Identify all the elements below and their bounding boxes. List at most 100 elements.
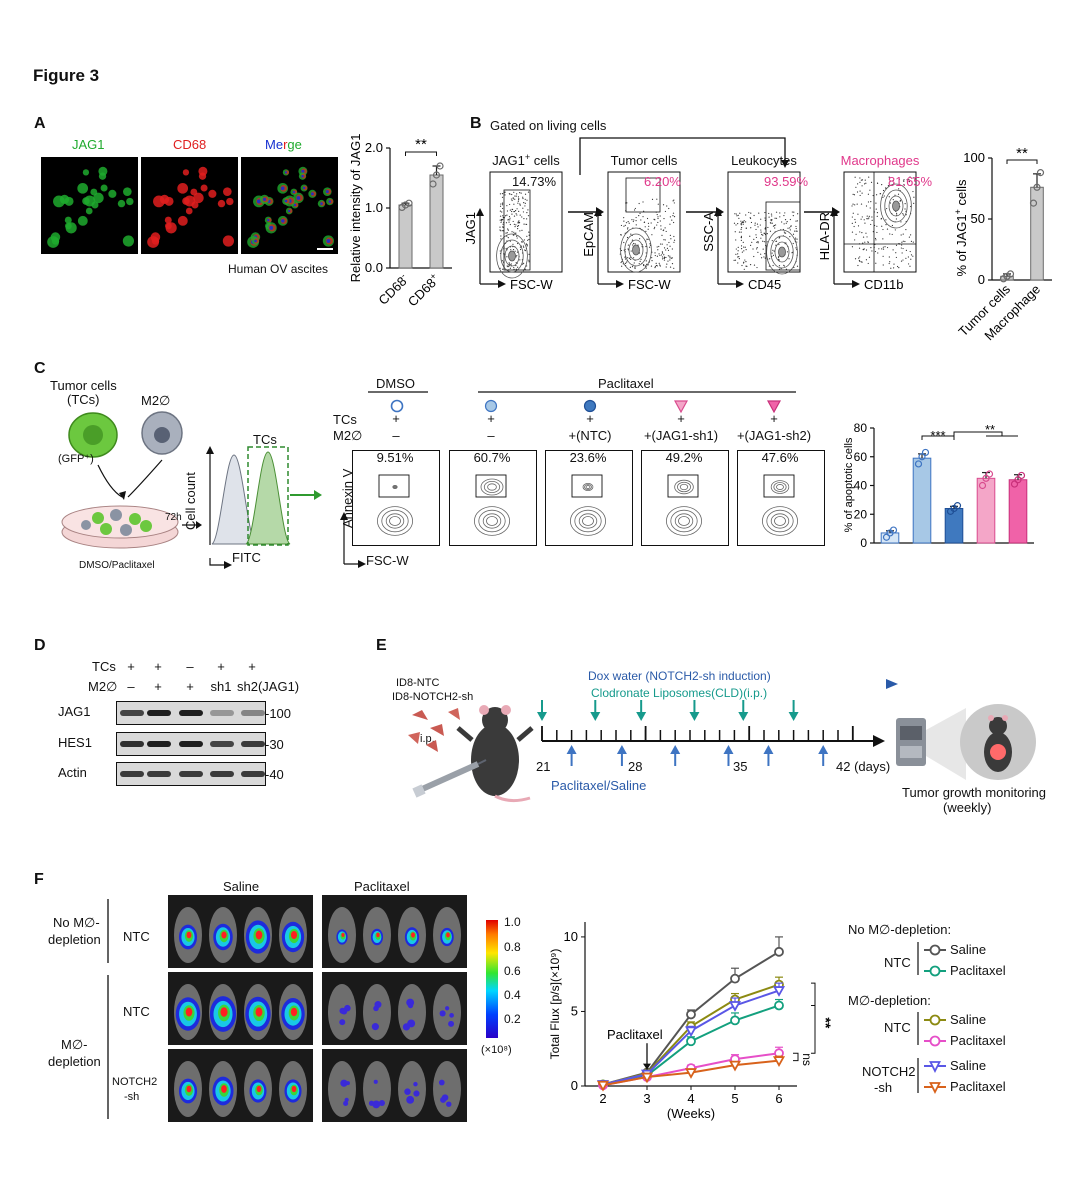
flow-dot <box>882 228 884 231</box>
ivis-image <box>322 895 467 968</box>
flow-dot <box>902 259 904 261</box>
flow-dot <box>665 230 667 233</box>
data-point <box>882 533 891 541</box>
flow-dot <box>514 210 517 212</box>
flow-dot <box>623 217 625 219</box>
flow-dot <box>895 244 898 246</box>
gate-label: Gated on living cells <box>490 118 607 133</box>
flow-dot <box>506 205 508 207</box>
mouse-body <box>433 1061 461 1117</box>
flow-dot <box>656 224 658 226</box>
apoptosis-gate <box>667 474 699 498</box>
x-arrowhead <box>852 280 860 288</box>
flow-dot <box>647 222 650 224</box>
flow-dot <box>500 203 502 205</box>
flow-dot <box>910 258 912 260</box>
flow-dot <box>659 243 662 245</box>
flow-dot <box>753 214 755 217</box>
flow-dot <box>519 246 522 248</box>
flow-dot <box>897 193 900 195</box>
cell-spot <box>77 215 88 226</box>
flow-dot <box>672 215 674 217</box>
cell-spot <box>93 192 104 204</box>
flow-dot <box>508 263 510 265</box>
cell-spot <box>226 197 234 206</box>
flow-contour <box>884 189 908 223</box>
contour <box>381 509 409 533</box>
cell-spot <box>82 169 90 176</box>
hist-tcs-label: TCs <box>253 432 277 447</box>
flow-dot <box>515 224 517 226</box>
flow-dot <box>753 264 756 266</box>
flow-dot <box>759 224 761 226</box>
flow-dot <box>655 262 657 265</box>
flow-dot <box>638 202 640 205</box>
flow-percentage: 93.59% <box>764 174 809 189</box>
flow-dot <box>621 265 623 267</box>
wb-marker: -30 <box>265 737 284 752</box>
flow-dot <box>859 231 861 233</box>
data-point <box>432 171 441 179</box>
flow-dot <box>795 227 797 230</box>
flow-dot <box>785 268 788 270</box>
flow-dot <box>764 227 766 230</box>
flow-plot-frame <box>843 171 917 273</box>
flow-dot <box>524 202 526 204</box>
apoptosis-gate <box>378 474 410 498</box>
flow-dot <box>508 215 511 218</box>
cell-spot <box>185 207 193 215</box>
flow-dot <box>666 263 668 265</box>
flow-dot <box>666 244 668 246</box>
flow-dot <box>791 211 793 213</box>
wb-band <box>241 741 265 747</box>
m2-sign: +(NTC) <box>568 428 612 443</box>
monitor-label-2: (weekly) <box>943 800 992 815</box>
flow-dot <box>901 252 903 254</box>
flow-ylabel: EpCAM <box>581 212 596 257</box>
flow-dot <box>867 193 869 195</box>
mic-label-jag1: JAG1 <box>72 137 105 152</box>
flow-dot <box>875 208 877 210</box>
annexin-plot-frame <box>352 450 440 546</box>
signal-red <box>221 1085 227 1093</box>
significance-label: ** <box>985 422 995 437</box>
annexin-plot <box>473 474 511 536</box>
signal-blue <box>340 1008 348 1015</box>
signal-blue <box>413 1081 418 1087</box>
flow-dot <box>773 250 775 252</box>
signal-blue <box>343 1100 349 1106</box>
cell-nucleus <box>254 239 257 243</box>
mouse-body <box>433 984 461 1040</box>
contour <box>674 513 694 529</box>
flow-dot <box>889 233 891 235</box>
flow-dot <box>630 233 632 235</box>
flow-dot <box>783 223 785 225</box>
flow-dot <box>854 204 856 206</box>
flow-dot <box>772 249 774 251</box>
wb-row-m2: M2∅ <box>88 679 118 694</box>
ivis-mice <box>328 1061 461 1117</box>
contour <box>574 509 602 533</box>
flow-dot <box>772 254 775 256</box>
flow-dot <box>893 263 895 265</box>
flow-dot <box>743 250 745 252</box>
flow-dot <box>784 219 787 221</box>
wb-band <box>210 741 234 747</box>
flow-dot <box>779 216 781 218</box>
data-point <box>1036 169 1045 177</box>
flow-dot <box>891 224 894 227</box>
flow-dot <box>881 248 883 250</box>
flow-dot <box>526 199 528 201</box>
flow-dot <box>898 188 900 190</box>
flow-dot <box>861 185 863 187</box>
signal-red <box>255 1007 263 1017</box>
flow-dot <box>646 217 649 220</box>
wb-protein-label: Actin <box>58 765 87 780</box>
flow-dot <box>890 267 892 269</box>
data-point <box>978 481 987 490</box>
flow-dot <box>528 253 530 255</box>
flow-dot <box>904 208 906 210</box>
flow-dot <box>773 224 776 227</box>
flow-dot <box>518 222 520 224</box>
